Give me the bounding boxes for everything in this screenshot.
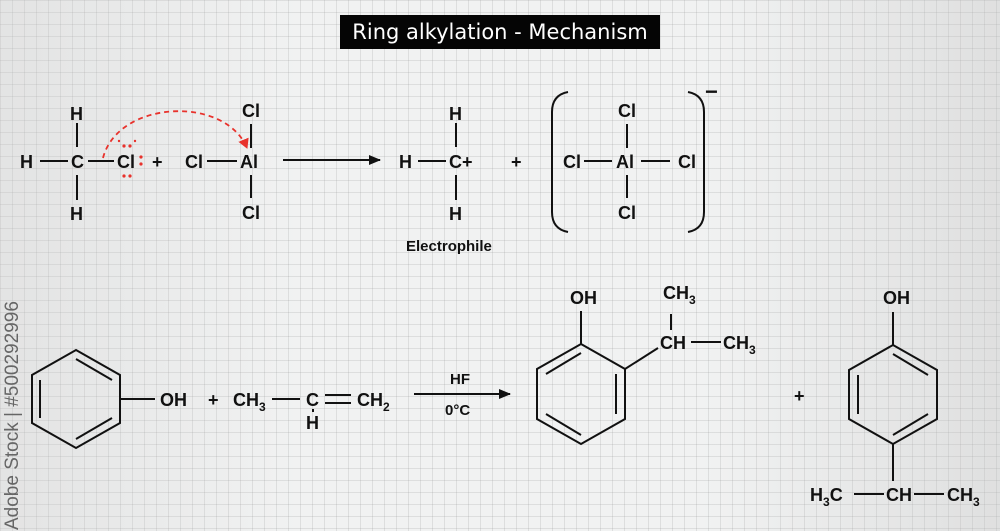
atom-cl-left-2: Cl (563, 152, 581, 172)
ortho-ch: CH (660, 333, 686, 353)
atom-h-left: H (20, 152, 33, 172)
stock-watermark: Adobe Stock | #500292996 (2, 301, 23, 530)
atom-cl-top: Cl (242, 101, 260, 121)
plus-sign-2: + (511, 152, 522, 172)
atom-c: C (71, 152, 84, 172)
atom-h-bottom-2: H (449, 204, 462, 224)
condition-hf: HF (450, 371, 470, 388)
methyl-cation (418, 123, 457, 200)
propene-ch2: CH2 (357, 390, 390, 414)
tetrachloroaluminate (584, 124, 670, 198)
phenol-oh: OH (160, 390, 187, 410)
electrophile-label: Electrophile (406, 238, 492, 255)
ortho-oh: OH (570, 288, 597, 308)
propene-h: H (306, 413, 319, 433)
lone-pair-dots (117, 139, 143, 178)
atom-cl: Cl (117, 152, 135, 172)
para-oh: OH (883, 288, 910, 308)
atom-h-top: H (70, 104, 83, 124)
electron-movement-arrow (102, 110, 249, 159)
ortho-ch3-right: CH3 (723, 333, 756, 357)
aluminium-chloride (207, 124, 252, 198)
atom-c-plus: C+ (449, 152, 473, 172)
para-isopropylphenol-ring (848, 312, 944, 495)
atom-cl-bottom-2: Cl (618, 203, 636, 223)
atom-cl-left: Cl (185, 152, 203, 172)
para-ch3: CH3 (947, 485, 980, 509)
chloromethane (40, 123, 114, 200)
page-title: Ring alkylation - Mechanism (340, 15, 660, 49)
propene-ch3: CH3 (233, 390, 266, 414)
atom-cl-right-2: Cl (678, 152, 696, 172)
phenol-ring (31, 348, 155, 450)
plus-sign-4: + (794, 386, 805, 406)
ortho-isopropylphenol-ring (536, 311, 721, 446)
bracket-right (687, 91, 705, 233)
plus-sign-3: + (208, 390, 219, 410)
para-ch: CH (886, 485, 912, 505)
propene-c: C (306, 390, 319, 410)
atom-cl-bottom: Cl (242, 203, 260, 223)
charge-minus: − (705, 79, 718, 104)
bracket-left (551, 91, 569, 233)
plus-sign-1: + (152, 152, 163, 172)
atom-h-left-2: H (399, 152, 412, 172)
atom-h-bottom: H (70, 204, 83, 224)
atom-al-2: Al (616, 152, 634, 172)
atom-al: Al (240, 152, 258, 172)
condition-temperature: 0°C (445, 402, 470, 419)
propene-bonds (272, 394, 351, 412)
atom-cl-top-2: Cl (618, 101, 636, 121)
atom-h-top-2: H (449, 104, 462, 124)
ortho-ch3-top: CH3 (663, 283, 696, 307)
para-h3c: H3C (810, 485, 843, 509)
